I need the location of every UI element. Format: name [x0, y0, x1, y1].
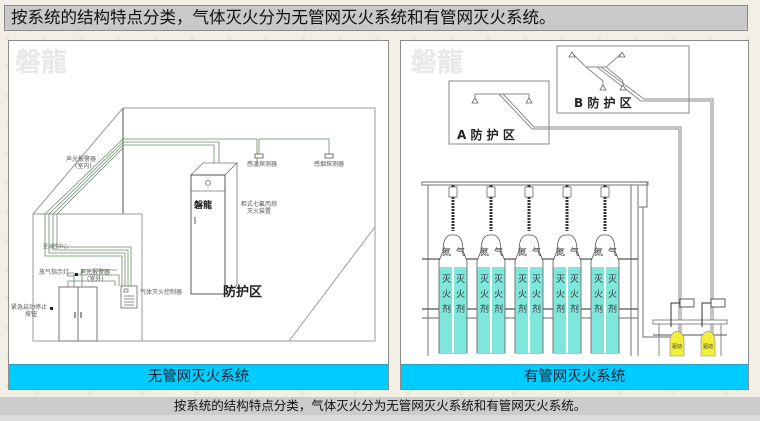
- cylinder-gas-label: 氮: [442, 246, 451, 258]
- cylinder-agent-label: 剂: [442, 303, 451, 315]
- pilot-cylinder: 驱动: [669, 298, 695, 357]
- distribution-pipes: [474, 52, 714, 341]
- piped-system-diagram: 磐龍 A 防 护 区 B 防 护 区: [411, 45, 728, 357]
- cylinder-agent-label: 灭: [532, 274, 541, 285]
- door: [58, 286, 98, 342]
- cylinder-agent-label: 火: [480, 289, 489, 300]
- agent-cylinder: 氮气灭灭火火剂剂: [590, 185, 620, 354]
- emergency-button-label-2: 按钮: [25, 310, 37, 318]
- zone-b-box: [556, 45, 690, 114]
- cylinder-agent-label: 剂: [518, 303, 527, 315]
- pilot-cylinders: 驱动 驱动: [669, 298, 726, 357]
- smoke-detector-icon: [324, 153, 334, 159]
- cylinder-gas-label: 气: [494, 246, 503, 258]
- nozzle-icons: [471, 51, 627, 104]
- cylinder-gas-label: 氮: [556, 246, 565, 258]
- cabinet-desc-2: 灭火装置: [247, 207, 271, 215]
- cylinder-agent-label: 灭: [518, 274, 527, 285]
- cylinder-agent-label: 剂: [608, 303, 617, 315]
- agent-cylinders: 氮气灭灭火火剂剂氮气灭灭火火剂剂氮气灭灭火火剂剂氮气灭灭火火剂剂氮气灭灭火火剂剂: [438, 185, 620, 354]
- gas-controller-icon: [120, 285, 138, 309]
- cylinder-agent-label: 灭: [556, 274, 565, 285]
- emergency-button-icon[interactable]: [50, 307, 53, 310]
- pilot-rack: [652, 319, 728, 356]
- cylinder-agent-label: 火: [556, 289, 565, 300]
- cylinder-agent-label: 火: [594, 289, 603, 300]
- emergency-button-label: 紧急启动停止: [11, 303, 47, 311]
- cylinder-agent-label: 剂: [494, 303, 503, 315]
- cylinder-gas-label: 气: [456, 246, 465, 258]
- pipeless-system-diagram: 磐龍: [11, 47, 376, 342]
- cylinder-agent-label: 火: [570, 289, 579, 300]
- cylinder-agent-label: 灭: [456, 274, 465, 285]
- zone-label: 防护区: [223, 284, 262, 300]
- cylinder-agent-label: 火: [494, 289, 503, 300]
- controller-label: 气体灭火控制器: [140, 288, 182, 296]
- cylinder-agent-label: 火: [442, 289, 451, 300]
- cylinder-agent-label: 剂: [570, 303, 579, 315]
- cabinet-extinguisher: 磐龍: [190, 162, 238, 295]
- footer-strip: [0, 415, 760, 421]
- cylinder-agent-label: 灭: [570, 274, 579, 285]
- cylinder-gas-label: 氮: [518, 246, 527, 258]
- cylinder-agent-label: 灭: [442, 274, 451, 285]
- watermark: 磐龍: [15, 47, 67, 78]
- smoke-detector-label: 感烟探测器: [314, 160, 344, 168]
- cabinet-desc-1: 柜式七氟丙烷: [241, 200, 277, 208]
- cylinder-agent-label: 火: [518, 289, 527, 300]
- zone-a-box: [448, 80, 550, 145]
- watermark: 磐龍: [411, 47, 463, 78]
- fire-center-label: 至消控中心: [43, 243, 68, 250]
- cylinder-agent-label: 火: [608, 289, 617, 300]
- piped-system-caption: 有管网灭火系统: [401, 364, 748, 389]
- pipeless-system-panel: 磐龍: [8, 40, 389, 390]
- outdoor-alarm-icon: [75, 273, 78, 276]
- cylinder-gas-label: 气: [608, 246, 617, 258]
- cabinet-brand: 磐龍: [193, 199, 212, 211]
- agent-cylinder: 氮气灭灭火火剂剂: [514, 185, 544, 354]
- cylinder-agent-label: 剂: [532, 303, 541, 315]
- outdoor-alarm-sub: (室外): [87, 275, 104, 283]
- agent-cylinder: 氮气灭灭火火剂剂: [438, 185, 468, 354]
- cylinder-gas-label: 氮: [480, 246, 489, 258]
- footer-caption: 按系统的结构特点分类，气体灭火分为无管网灭火系统和有管网灭火系统。: [0, 397, 760, 415]
- cylinder-agent-label: 剂: [556, 303, 565, 315]
- agent-cylinder: 氮气灭灭火火剂剂: [552, 185, 582, 354]
- cylinder-agent-label: 剂: [480, 303, 489, 315]
- indoor-alarm-label: 声光报警器: [66, 155, 96, 163]
- cylinder-agent-label: 灭: [494, 274, 503, 285]
- release-light-icon: [67, 272, 75, 277]
- cylinder-gas-label: 氮: [594, 246, 603, 258]
- outdoor-alarm-label: 声光报警器: [80, 268, 110, 276]
- release-light-label: 放气指示灯: [39, 268, 69, 276]
- piped-system-panel: 磐龍 A 防 护 区 B 防 护 区: [400, 40, 749, 390]
- page-title: 按系统的结构特点分类，气体灭火分为无管网灭火系统和有管网灭火系统。: [4, 5, 748, 31]
- cylinder-agent-label: 火: [532, 289, 541, 300]
- cylinder-agent-label: 剂: [456, 303, 465, 315]
- cylinder-agent-label: 灭: [608, 274, 617, 285]
- cylinder-agent-label: 灭: [480, 274, 489, 285]
- indoor-alarm-sub: (室内): [75, 162, 92, 170]
- temp-detector-label: 感温探测器: [247, 160, 277, 168]
- cylinder-agent-label: 火: [456, 289, 465, 300]
- cylinder-gas-label: 气: [532, 246, 541, 258]
- temperature-detector-icon: [254, 153, 264, 159]
- cylinder-agent-label: 灭: [594, 274, 603, 285]
- pilot-label: 驱动: [703, 343, 713, 350]
- agent-cylinder: 氮气灭灭火火剂剂: [476, 185, 506, 354]
- zone-b-label: B 防 护 区: [574, 95, 632, 110]
- cylinder-agent-label: 剂: [594, 303, 603, 315]
- cylinder-gas-label: 气: [570, 246, 579, 258]
- pilot-label: 驱动: [672, 343, 682, 350]
- zone-a-label: A 防 护 区: [457, 127, 515, 142]
- wiring-bundle: [44, 138, 330, 297]
- pipeless-system-caption: 无管网灭火系统: [9, 364, 388, 389]
- pilot-cylinder: 驱动: [700, 298, 726, 357]
